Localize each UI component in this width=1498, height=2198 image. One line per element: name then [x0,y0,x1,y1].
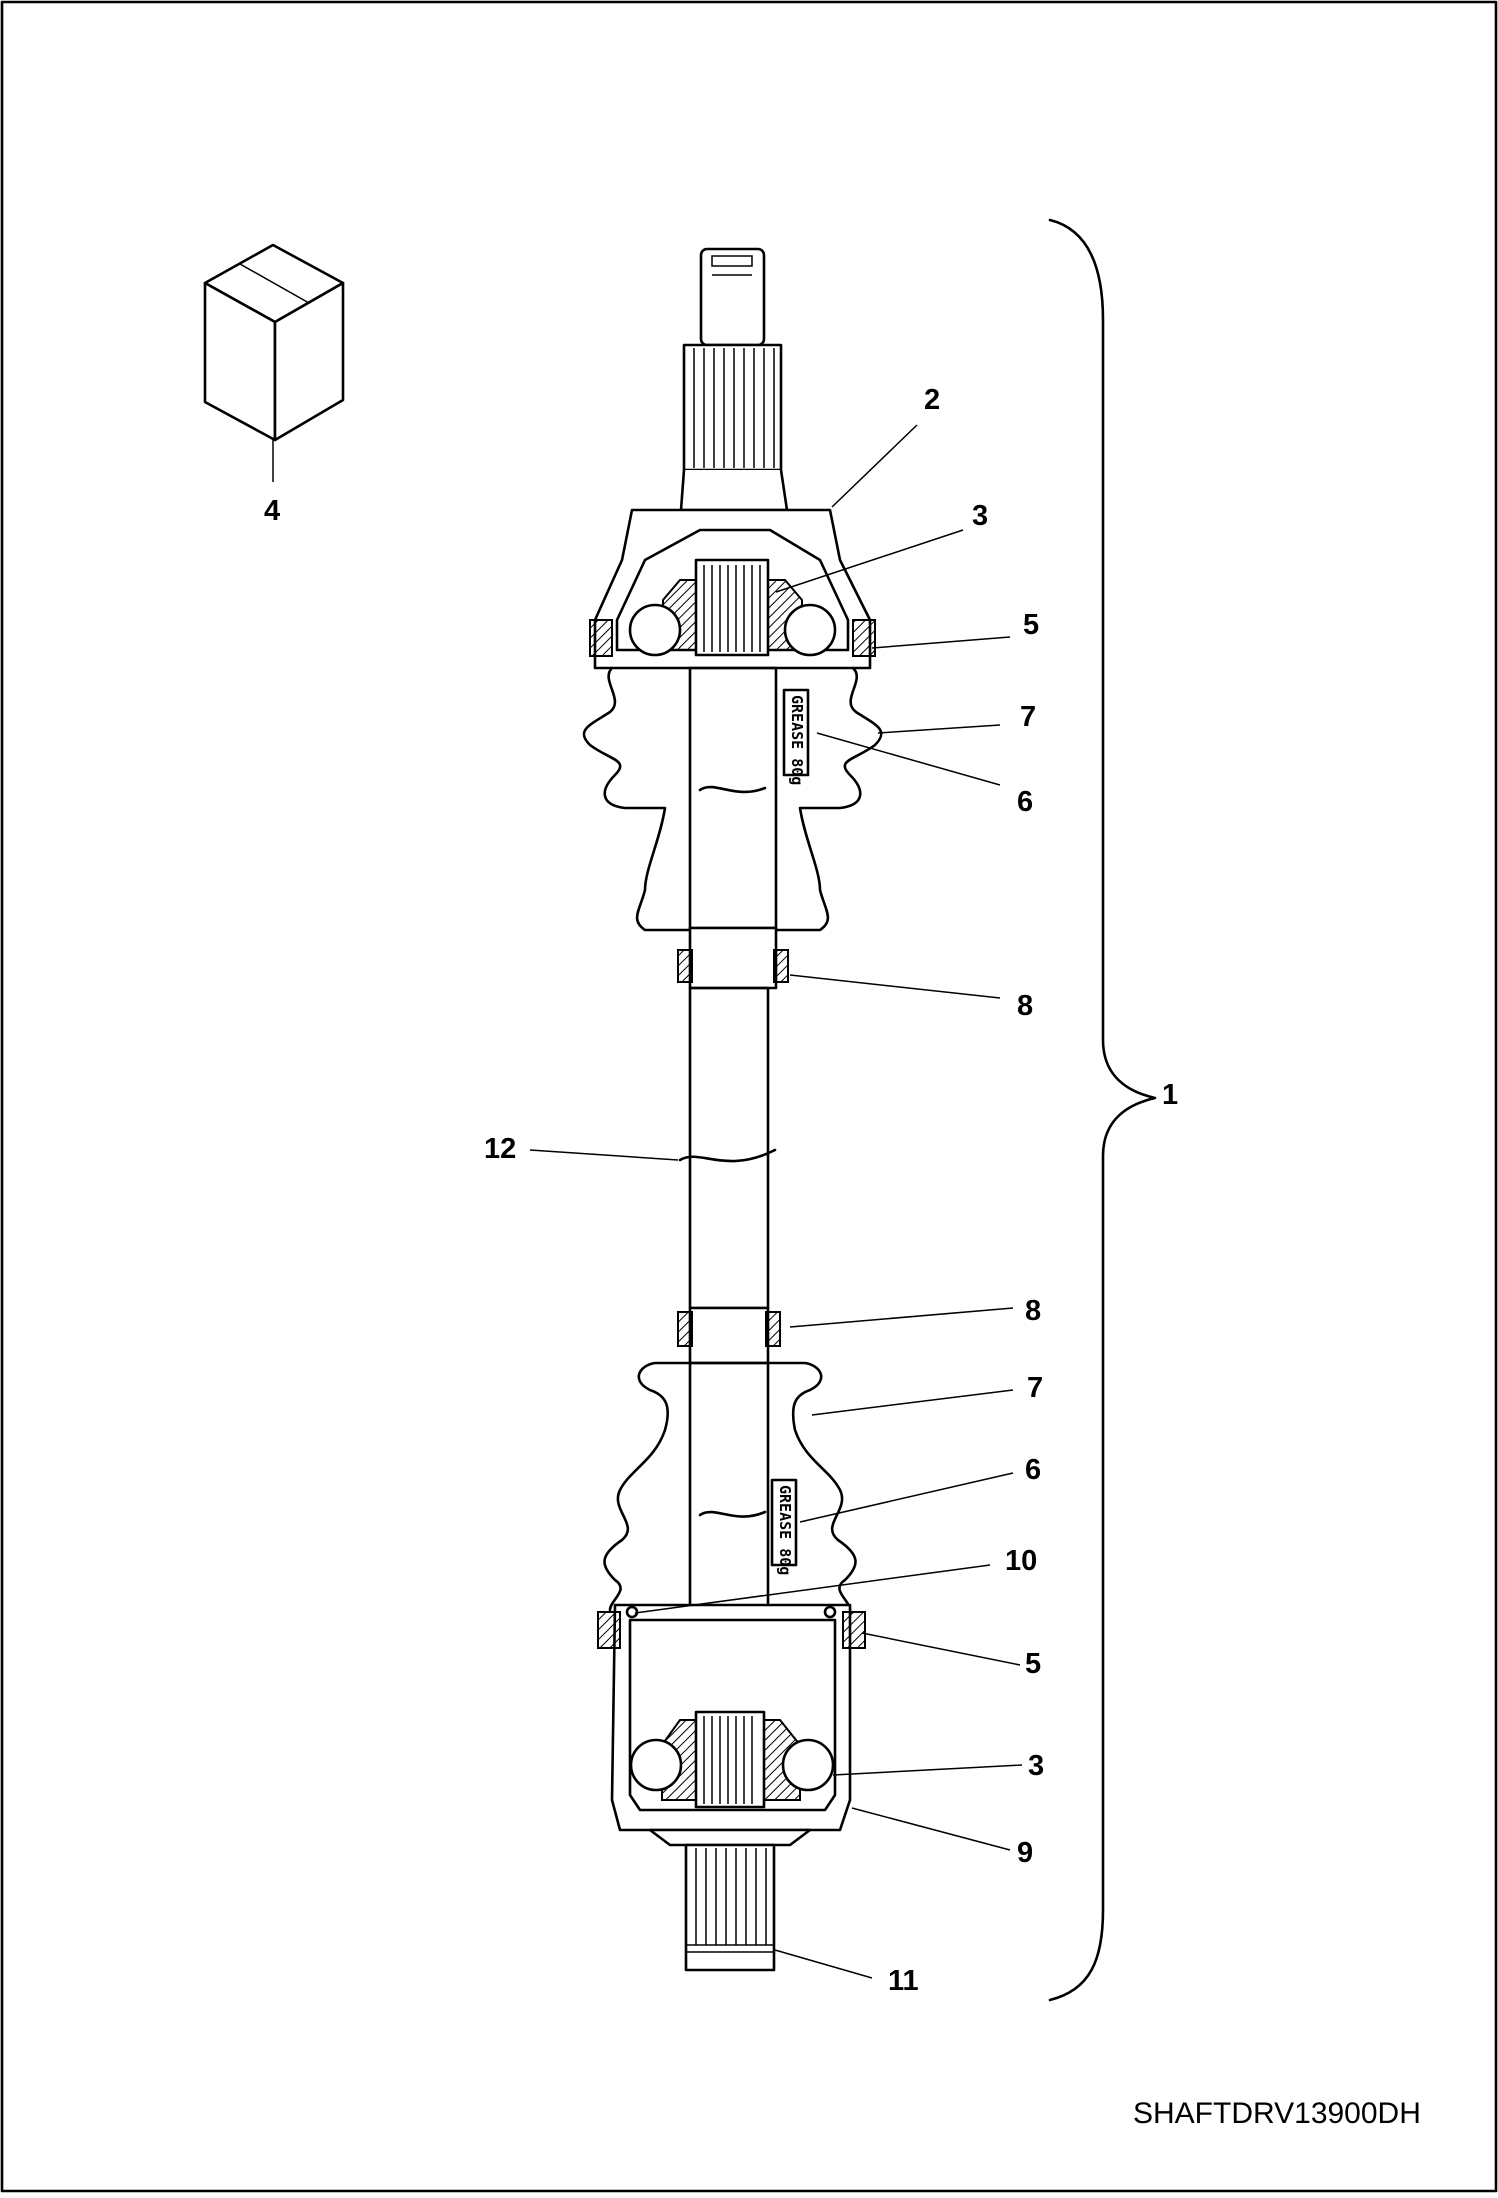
middle-shaft [678,986,777,1310]
lower-shaft-section [677,1306,781,1735]
callout-12: 12 [484,1133,516,1165]
callout-3-upper: 3 [972,500,988,532]
upper-boot [582,666,883,932]
callout-4: 4 [264,495,280,527]
assembly-brace [1048,218,1157,2002]
drawing-code: SHAFTDRV13900DH [1133,2097,1421,2130]
lower-boot [603,1361,857,1612]
callout-5-lower: 5 [1025,1648,1041,1680]
callout-6-upper: 6 [1017,786,1033,818]
leader-lines [529,424,1023,1979]
callout-6-lower: 6 [1025,1454,1041,1486]
grease-packet-upper: GREASE 80g [782,688,810,785]
callout-1: 1 [1162,1079,1178,1111]
lower-inner-race [629,1710,835,1809]
callout-8-lower: 8 [1025,1295,1041,1327]
upper-shaft-section [677,666,789,990]
upper-stub-shaft [679,247,789,512]
grease-label-lower: GREASE 80g [776,1485,794,1575]
callout-7-upper: 7 [1020,701,1036,733]
callout-3-lower: 3 [1028,1750,1044,1782]
callout-11: 11 [888,1965,919,1997]
callout-10: 10 [1005,1545,1037,1577]
callout-2: 2 [924,384,940,416]
grease-label-upper: GREASE 80g [788,695,806,785]
callout-9: 9 [1017,1837,1033,1869]
grease-packet-lower: GREASE 80g [770,1478,798,1575]
lower-stub-shaft [648,1828,812,1972]
upper-inner-race [628,558,837,657]
callout-8-upper: 8 [1017,990,1033,1022]
package-box-icon [203,243,345,482]
callout-7-lower: 7 [1027,1372,1043,1404]
callout-5-upper: 5 [1023,609,1039,641]
